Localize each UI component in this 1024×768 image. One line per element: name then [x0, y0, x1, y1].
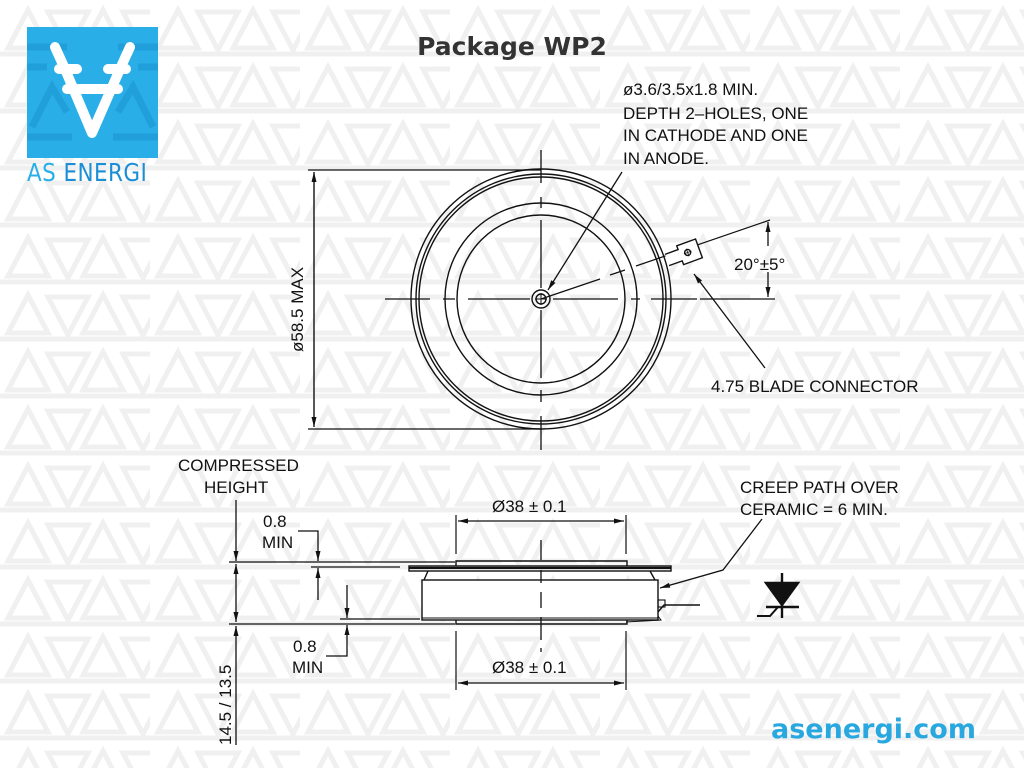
- top-pole-face: [455, 560, 628, 566]
- creep-path-leader: [659, 518, 763, 589]
- page-title: Package WP2: [417, 32, 607, 61]
- hole-note-line: DEPTH 2–HOLES, ONE: [623, 104, 808, 123]
- connector-leader: [693, 273, 766, 369]
- hole-note-line: IN ANODE.: [623, 149, 709, 168]
- compressed-height-line: COMPRESSED: [178, 456, 299, 475]
- connector-angle-line: [540, 219, 771, 300]
- creep-note-line: CREEP PATH OVER: [740, 478, 899, 497]
- compressed-height-line: HEIGHT: [204, 478, 268, 497]
- ceramic-body: [421, 579, 659, 621]
- height-label: 14.5 / 13.5: [216, 665, 235, 745]
- gate-terminal: [657, 599, 666, 608]
- top-min-value: 0.8: [263, 512, 287, 531]
- flange-bevel: [423, 570, 656, 581]
- creep-note: CREEP PATH OVER CERAMIC = 6 MIN.: [740, 478, 899, 519]
- bottom-min-value: 0.8: [293, 637, 317, 656]
- top-min-text: MIN: [262, 533, 293, 552]
- center-hole-outer: [531, 289, 551, 309]
- pole-face: [456, 214, 626, 384]
- brand-name-part2: ENERGI: [63, 158, 148, 187]
- thyristor-symbol-icon: [757, 573, 801, 618]
- top-diameter-label: Ø38 ± 0.1: [492, 497, 567, 516]
- blade-connector: [664, 238, 704, 267]
- side-view: [229, 500, 763, 745]
- diameter-label: ø58.5 MAX: [288, 267, 307, 352]
- brand-name: AS ENERGI: [27, 158, 147, 187]
- bottom-min-label: 0.8 MIN: [292, 637, 323, 677]
- gate-lead: [657, 604, 700, 613]
- hole-note-leader: [547, 171, 623, 291]
- bottom-min-leader: [326, 625, 350, 657]
- angle-label: 20°±5°: [734, 255, 785, 274]
- website-link[interactable]: asenergi.com: [771, 714, 976, 745]
- connector-label: 4.75 BLADE CONNECTOR: [711, 377, 919, 396]
- top-min-leader: [298, 530, 321, 561]
- hole-note-line: IN CATHODE AND ONE: [623, 126, 808, 145]
- compressed-height-label: COMPRESSED HEIGHT: [178, 456, 299, 497]
- bottom-min-text: MIN: [292, 658, 323, 677]
- creep-note-line: CERAMIC = 6 MIN.: [740, 500, 888, 519]
- gate-wire: [625, 615, 662, 623]
- top-min-label: 0.8 MIN: [262, 512, 293, 552]
- top-view: [308, 150, 775, 450]
- hole-note: ø3.6/3.5x1.8 MIN. DEPTH 2–HOLES, ONE IN …: [623, 80, 808, 168]
- as-energi-logo-icon: [27, 27, 158, 158]
- brand-name-part1: AS: [27, 158, 57, 187]
- bottom-diameter-label: Ø38 ± 0.1: [492, 658, 567, 677]
- hole-note-line: ø3.6/3.5x1.8 MIN.: [623, 80, 758, 99]
